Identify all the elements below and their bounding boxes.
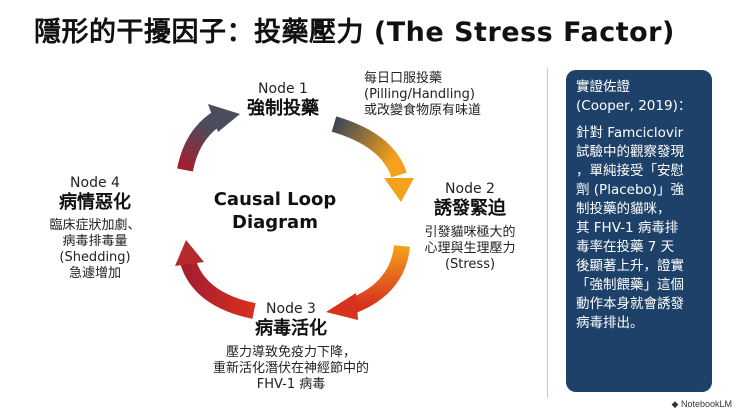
loop-arrow-1: [331, 116, 407, 178]
page-title: 隱形的干擾因子：投藥壓力 (The Stress Factor): [34, 17, 675, 48]
node-4-label: Node 4: [70, 175, 120, 191]
node-2: Node 2 誘發緊迫: [410, 180, 530, 220]
node-4: Node 4 病情惡化: [40, 174, 150, 214]
node-3-label: Node 3: [266, 301, 316, 317]
arrowhead-2: [326, 293, 358, 320]
evidence-body: 針對 Famciclovir 試驗中的觀察發現 ，單純接受「安慰 劑 (Plac…: [576, 125, 685, 331]
node-3-title: 病毒活化: [255, 318, 327, 339]
evidence-panel: 實證佐證 (Cooper, 2019)： 針對 Famciclovir 試驗中的…: [566, 70, 712, 392]
evidence-heading: 實證佐證 (Cooper, 2019)：: [576, 79, 692, 114]
node-1: Node 1 強制投藥: [228, 80, 338, 120]
node-4-title: 病情惡化: [59, 192, 131, 213]
node-1-title: 強制投藥: [247, 98, 319, 119]
center-label: Causal Loop Diagram: [213, 189, 337, 233]
arrowhead-4: [208, 104, 240, 132]
loop-arrow-4: [177, 111, 223, 172]
node-2-title: 誘發緊迫: [434, 198, 506, 219]
arrowhead-1: [384, 178, 414, 202]
arrowhead-3: [175, 240, 204, 266]
divider: [547, 68, 548, 398]
node-2-label: Node 2: [445, 181, 495, 197]
node-2-note: 引發貓咪極大的 心理與生理壓力 (Stress): [424, 225, 516, 272]
node-1-note: 每日口服投藥 (Pilling/Handling) 或改變食物原有味道: [364, 71, 482, 118]
node-1-label: Node 1: [258, 81, 308, 97]
node-3: Node 3 病毒活化: [236, 300, 346, 340]
notebooklm-watermark: ◆ NotebookLM: [671, 399, 732, 409]
loop-arrow-3: [180, 259, 256, 319]
node-4-note: 臨床症狀加劇、 病毒排毒量 (Shedding) 急遽增加: [49, 218, 141, 281]
node-3-note: 壓力導致免疫力下降， 重新活化潛伏在神經節中的 FHV-1 病毒: [212, 345, 369, 392]
loop-arrow-2: [348, 244, 410, 314]
notebooklm-logo-icon: ◆: [671, 399, 679, 409]
